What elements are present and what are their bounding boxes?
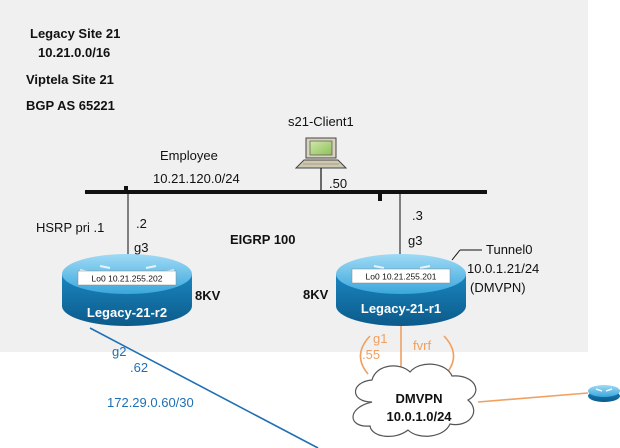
tunnel-name: Tunnel0 (486, 242, 533, 257)
hsrp-label: HSRP pri .1 (36, 220, 104, 235)
r2-lan-interface: g3 (134, 240, 148, 255)
r1-lan-ip: .3 (412, 208, 423, 223)
client-name: s21-Client1 (288, 114, 354, 129)
r2-wan-link[interactable] (89, 327, 319, 448)
dmvpn-name: DMVPN (396, 391, 443, 406)
lan-segment[interactable] (85, 190, 487, 194)
tunnel-leader-diagonal (451, 249, 461, 261)
bgp-as-label: BGP AS 65221 (26, 98, 115, 113)
r1-wan-interface: g1 (373, 331, 387, 346)
r1-loopback: Lo0 10.21.255.201 (366, 272, 437, 282)
lan-subnet: 10.21.120.0/24 (153, 171, 240, 186)
r1-lan-interface: g3 (408, 233, 422, 248)
r2-loopback-box (77, 270, 177, 286)
dmvpn-cloud-icon[interactable] (352, 363, 477, 437)
legacy-site-name: Legacy Site 21 (30, 26, 120, 41)
r2-wan-ip: .62 (130, 360, 148, 375)
r1-platform: 8KV (303, 287, 329, 302)
dmvpn-subnet: 10.0.1.0/24 (386, 409, 452, 424)
tunnel-ip: 10.0.1.21/24 (467, 261, 539, 276)
client-host-ip: .50 (329, 176, 347, 191)
r1-name: Legacy-21-r1 (361, 301, 441, 316)
lan-tap-r2 (124, 186, 128, 192)
r2-platform: 8KV (195, 288, 221, 303)
legacy-site-subnet: 10.21.0.0/16 (38, 45, 110, 60)
fvrf-arc-left (359, 335, 371, 375)
eigrp-label: EIGRP 100 (230, 232, 296, 247)
r1-loopback-box (351, 268, 451, 284)
workstation-icon[interactable] (294, 137, 348, 169)
r2-lan-ip: .2 (136, 216, 147, 231)
r1-wan-ip: .55 (362, 347, 380, 362)
fvrf-label: fvrf (413, 338, 431, 353)
r2-loopback: Lo0 10.21.255.202 (92, 274, 163, 284)
r2-name: Legacy-21-r2 (87, 305, 167, 320)
viptela-site-name: Viptela Site 21 (26, 72, 114, 87)
lan-tap-r1 (378, 193, 382, 201)
lan-name: Employee (160, 148, 218, 163)
tunnel-type: (DMVPN) (470, 280, 526, 295)
dmvpn-remote-link (477, 392, 589, 403)
wan-link-subnet: 172.29.0.60/30 (107, 395, 194, 410)
r2-wan-interface: g2 (112, 344, 126, 359)
remote-router-icon[interactable] (588, 385, 620, 402)
